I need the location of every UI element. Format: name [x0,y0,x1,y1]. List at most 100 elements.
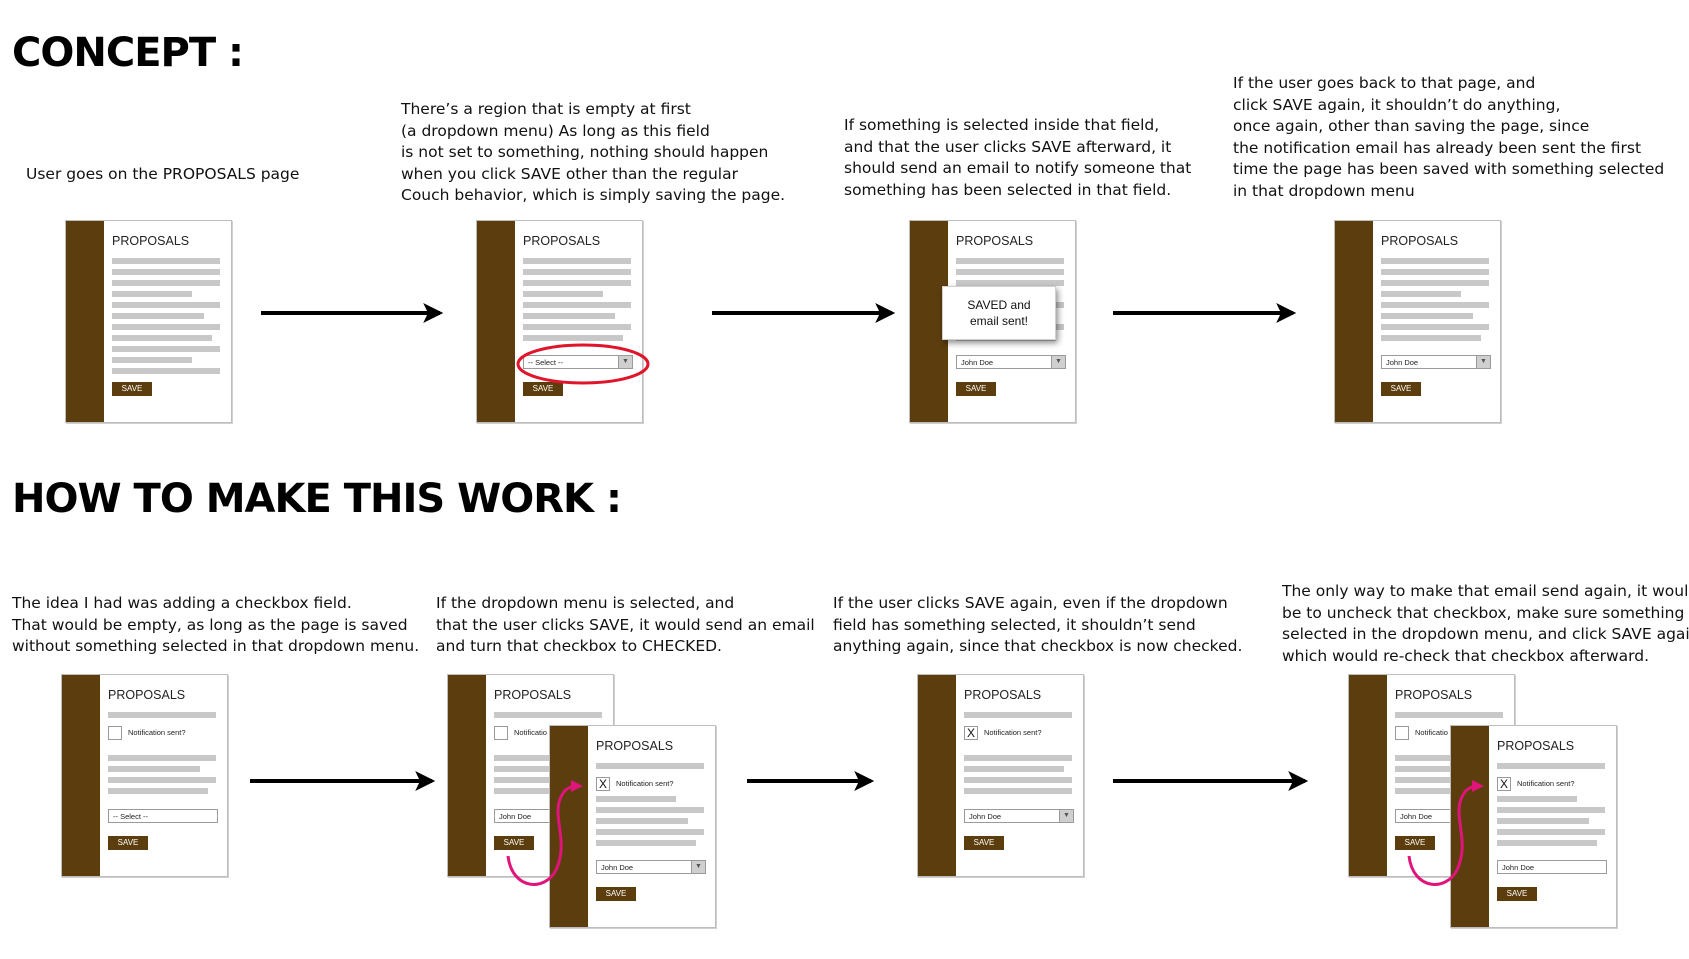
text-line [1497,829,1605,835]
notification-checkbox[interactable] [494,726,508,740]
how-mockup-3: PROPOSALS X Notification sent? John Doe … [917,674,1084,877]
concept-mockup-2: PROPOSALS -- Select -- ▼ SAVE [476,220,643,423]
page-title: PROPOSALS [964,688,1042,702]
page-title: PROPOSALS [523,234,601,248]
concept-mockup-1: PROPOSALS SAVE [65,220,232,423]
select-value: John Doe [961,358,994,367]
select-dropdown[interactable]: John Doe ▼ [1381,355,1491,369]
text-line [964,712,1072,718]
text-line [494,766,554,772]
text-line [964,788,1072,794]
text-line [1381,302,1489,308]
dropdown-arrow-icon: ▼ [1051,356,1065,368]
how-mockup-2-front: PROPOSALS X Notification sent? John Doe … [549,725,716,928]
text-line [112,313,204,319]
page-title: PROPOSALS [1381,234,1459,248]
select-value: John Doe [969,812,1002,821]
sidebar [910,221,948,422]
text-line [494,777,554,783]
text-line [1497,818,1589,824]
text-line [523,291,603,297]
text-line [964,766,1064,772]
text-line [112,280,220,286]
text-line [1381,313,1473,319]
text-line [956,258,1064,264]
page-title: PROPOSALS [956,234,1034,248]
save-button[interactable]: SAVE [523,382,563,396]
select-value: John Doe [601,863,634,872]
save-button[interactable]: SAVE [112,382,152,396]
text-line [1395,777,1455,783]
save-button[interactable]: SAVE [1395,836,1435,850]
text-line [108,788,208,794]
sidebar [1349,675,1387,876]
toast-line-1: SAVED and [967,298,1031,312]
text-line [1381,335,1481,341]
notification-checkbox[interactable]: X [596,777,610,791]
page-title: PROPOSALS [596,739,674,753]
text-line [523,324,631,330]
text-line [596,807,704,813]
concept-caption-1: User goes on the PROPOSALS page [26,165,300,183]
text-line [956,269,1064,275]
text-line [596,840,696,846]
save-button[interactable]: SAVE [1497,887,1537,901]
text-line [1497,840,1597,846]
toast-line-2: email sent! [969,314,1029,328]
text-line [112,302,220,308]
select-dropdown[interactable]: John Doe ▼ [956,355,1066,369]
text-line [523,335,623,341]
text-line [494,788,554,794]
text-line [108,712,216,718]
text-line [112,335,212,341]
dropdown-arrow-icon: ▼ [618,356,632,368]
save-button[interactable]: SAVE [596,887,636,901]
select-dropdown[interactable]: John Doe [1395,809,1455,823]
text-line [1497,763,1605,769]
text-line [112,258,220,264]
save-button[interactable]: SAVE [108,836,148,850]
text-line [1497,796,1577,802]
highlight-circle [516,343,650,385]
select-dropdown[interactable]: -- Select -- [108,809,218,823]
text-line [112,291,192,297]
select-value: John Doe [1502,863,1535,872]
text-line [494,755,554,761]
text-line [494,712,602,718]
checkbox-label: Notification sent? [128,728,186,737]
save-button[interactable]: SAVE [964,836,1004,850]
select-dropdown[interactable]: John Doe [494,809,554,823]
sidebar [1335,221,1373,422]
select-dropdown[interactable]: John Doe [1497,860,1607,874]
select-dropdown[interactable]: John Doe ▼ [964,809,1074,823]
select-dropdown[interactable]: -- Select -- ▼ [523,355,633,369]
text-line [1381,269,1489,275]
concept-caption-4: If the user goes back to that page, and … [1233,74,1665,200]
text-line [112,269,220,275]
text-line [108,777,216,783]
notification-checkbox[interactable] [1395,726,1409,740]
save-button[interactable]: SAVE [1381,382,1421,396]
save-button[interactable]: SAVE [494,836,534,850]
select-value: John Doe [499,812,532,821]
text-line [523,302,631,308]
notification-checkbox[interactable]: X [1497,777,1511,791]
sidebar [477,221,515,422]
notification-checkbox[interactable]: X [964,726,978,740]
pink-flow-arrow-icon [1407,780,1484,886]
concept-caption-3: If something is selected inside that fie… [844,116,1192,199]
pink-flow-arrow-icon [506,780,583,886]
checkbox-label: Notification sent? [616,779,674,788]
text-line [112,324,220,330]
text-line [596,796,676,802]
dropdown-arrow-icon: ▼ [691,861,705,873]
select-dropdown[interactable]: John Doe ▼ [596,860,706,874]
checkbox-label: Notification sent? [984,728,1042,737]
notification-checkbox[interactable] [108,726,122,740]
save-button[interactable]: SAVE [956,382,996,396]
text-line [112,368,220,374]
text-line [964,777,1072,783]
text-line [1381,291,1461,297]
text-line [1381,324,1489,330]
